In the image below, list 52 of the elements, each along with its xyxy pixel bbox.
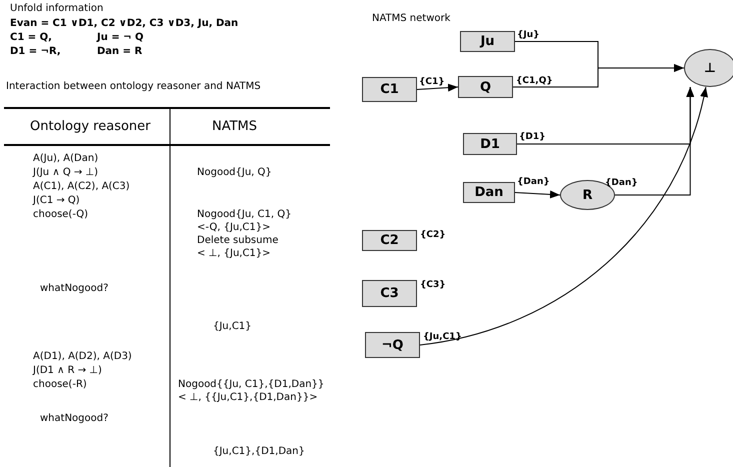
column-header: NATMS [212, 120, 258, 133]
table-text: Nogood{Ju, C1, Q} [197, 208, 292, 221]
table-text: A(Ju), A(Dan) [33, 152, 98, 165]
term-box: C1 [362, 77, 417, 102]
arrow [512, 64, 684, 88]
formula-text: C1 = Q, [10, 31, 52, 44]
term-ellipse: ⊥ [684, 49, 733, 87]
term-box: D1 [463, 133, 517, 155]
formula-text: Evan = C1 ∨D1, C2 ∨D2, C3 ∨D3, Ju, Dan [10, 17, 238, 30]
label-set: {Dan} [517, 177, 550, 188]
term-box: ¬Q [365, 332, 420, 358]
arrow [614, 86, 694, 196]
label-set: {D1} [519, 132, 546, 143]
label-set: {C1,Q} [516, 76, 553, 87]
table-text: J(Ju ∧ Q → ⊥) [33, 166, 98, 179]
table-text: < ⊥, {{Ju,C1},{D1,Dan}}> [178, 391, 318, 404]
term-box: Dan [463, 182, 515, 203]
label-set: {Ju} [517, 30, 540, 41]
heading: NATMS network [372, 12, 450, 25]
heading: Interaction between ontology reasoner and NATMS [6, 80, 261, 93]
table-text: J(D1 ∧ R → ⊥) [33, 364, 102, 377]
label-set: {C3} [420, 280, 446, 291]
table-text: {Ju,C1},{D1,Dan} [213, 445, 305, 458]
formula-text: D1 = ¬R, [10, 45, 61, 58]
heading: Unfold information [10, 2, 104, 15]
table-text: A(C1), A(C2), A(C3) [33, 180, 130, 193]
table-text: choose(-Q) [33, 208, 88, 221]
label-set: {Ju,C1} [423, 332, 462, 343]
table-text: whatNogood? [40, 412, 108, 425]
table-text: J(C1 → Q) [33, 194, 80, 207]
term-box: C3 [362, 280, 417, 307]
term-box: Ju [460, 31, 515, 52]
label-set: {C1} [419, 77, 445, 88]
arrow [416, 84, 458, 92]
table-text: whatNogood? [40, 282, 108, 295]
table-text: Nogood{Ju, Q} [197, 166, 272, 179]
table-text: < ⊥, {Ju,C1}> [197, 247, 271, 260]
table-text: choose(-R) [33, 378, 87, 391]
table-text: {Ju,C1} [213, 320, 252, 333]
formula-text: Ju = ¬ Q [97, 31, 144, 44]
column-header: Ontology reasoner [30, 120, 150, 133]
table-text: Nogood{{Ju, C1},{D1,Dan}} [178, 378, 324, 391]
arrow [420, 86, 708, 346]
formula-text: Dan = R [97, 45, 142, 58]
table-text: A(D1), A(D2), A(D3) [33, 350, 132, 363]
table-text: <-Q, {Ju,C1}> [197, 221, 270, 234]
label-set: {Dan} [605, 178, 638, 189]
arrow [514, 190, 560, 198]
term-box: Q [458, 76, 513, 98]
label-set: {C2} [420, 230, 446, 241]
table-text: Delete subsume [197, 234, 278, 247]
term-box: C2 [362, 230, 417, 251]
